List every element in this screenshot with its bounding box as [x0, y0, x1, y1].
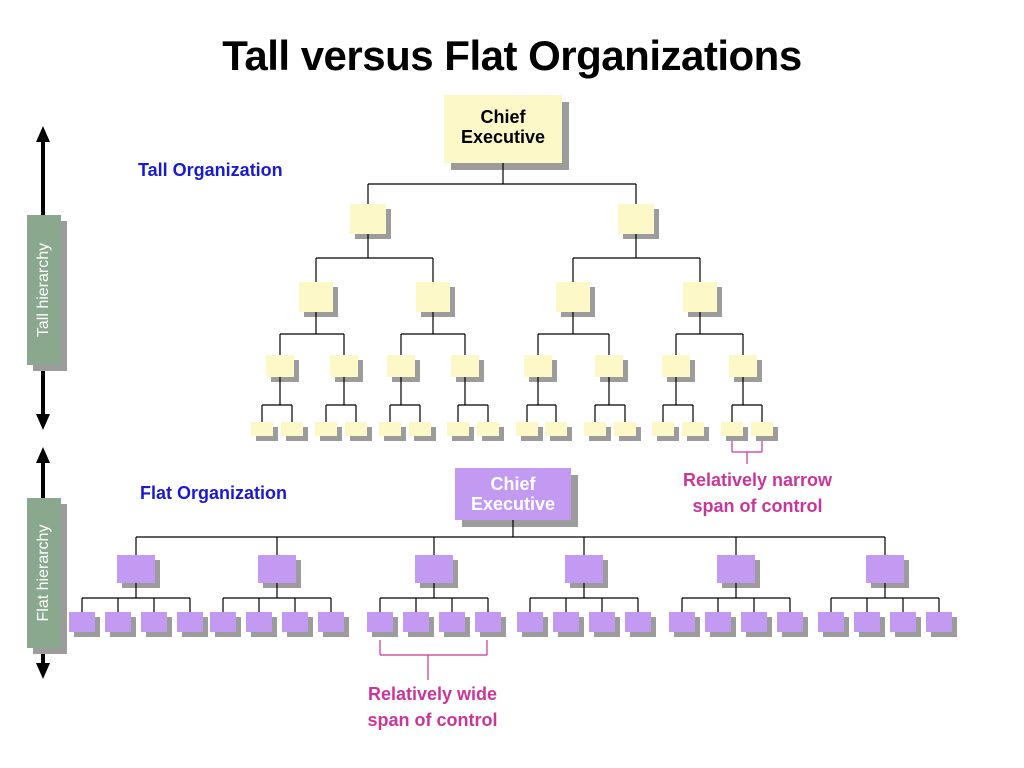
tall-level5-box: [516, 422, 538, 436]
tall-chief-box: [444, 95, 562, 163]
flat-chief-label: Chief: [491, 474, 537, 494]
tall-level4-box: [662, 355, 690, 377]
flat-employee-box: [625, 612, 651, 632]
flat-employee-box: [246, 612, 272, 632]
flat-employee-box: [777, 612, 803, 632]
flat-employee-box: [926, 612, 952, 632]
tall-level5-box: [409, 422, 431, 436]
flat-chief-box: [455, 468, 571, 520]
flat-hierarchy-arrow-down-head: [36, 663, 50, 679]
flat-employee-box: [705, 612, 731, 632]
flat-chief-label-2: Executive: [471, 494, 555, 514]
tall-chief-label-2: Executive: [461, 127, 545, 147]
flat-employee-box: [439, 612, 465, 632]
tall-organization-label: Tall Organization: [138, 160, 283, 180]
tall-hierarchy-tag: Tall hierarchy: [27, 215, 61, 365]
tall-chief-label: Chief: [481, 107, 527, 127]
flat-manager-box: [117, 555, 155, 583]
tall-level5-box: [584, 422, 606, 436]
flat-manager-box: [415, 555, 453, 583]
flat-employee-box: [105, 612, 131, 632]
flat-employee-box: [475, 612, 501, 632]
flat-manager-box: [565, 555, 603, 583]
wide-span-annotation: Relatively wide span of control: [330, 681, 535, 733]
flat-employee-box: [553, 612, 579, 632]
flat-employee-box: [210, 612, 236, 632]
tall-level5-box: [345, 422, 367, 436]
flat-hierarchy-arrow-up-head: [36, 447, 50, 463]
flat-organization-label: Flat Organization: [140, 483, 288, 503]
tall-level5-box: [477, 422, 499, 436]
flat-employee-box: [741, 612, 767, 632]
tall-hierarchy-arrow-up-head: [36, 126, 50, 142]
tall-hierarchy-label: Tall hierarchy: [35, 242, 52, 338]
tall-level4-box: [595, 355, 623, 377]
narrow-span-annotation: Relatively narrow span of control: [650, 467, 865, 519]
tall-level5-box: [545, 422, 567, 436]
flat-employee-box: [854, 612, 880, 632]
flat-employee-box: [669, 612, 695, 632]
tall-level3-box: [556, 282, 590, 312]
wide-span-line-2: span of control: [367, 710, 498, 730]
flat-hierarchy-label: Flat hierarchy: [35, 524, 52, 622]
tall-level4-box: [451, 355, 479, 377]
flat-employee-box: [69, 612, 95, 632]
flat-employee-box: [517, 612, 543, 632]
flat-employee-box: [318, 612, 344, 632]
tall-level5-box: [281, 422, 303, 436]
tall-level5-box: [652, 422, 674, 436]
flat-employee-box: [818, 612, 844, 632]
tall-level5-box: [751, 422, 773, 436]
flat-employee-box: [141, 612, 167, 632]
tall-level3-box: [416, 282, 450, 312]
flat-employee-box: [589, 612, 615, 632]
tall-level4-box: [330, 355, 358, 377]
tall-hierarchy-arrow-down-head: [36, 414, 50, 430]
tall-level5-box: [614, 422, 636, 436]
page-title: Tall versus Flat Organizations: [222, 32, 802, 79]
narrow-span-line-1: Relatively narrow: [682, 470, 833, 490]
flat-employee-box: [403, 612, 429, 632]
flat-employee-box: [367, 612, 393, 632]
tall-level5-box: [315, 422, 337, 436]
narrow-span-line-2: span of control: [692, 496, 823, 516]
flat-employee-box: [282, 612, 308, 632]
flat-employee-box: [177, 612, 203, 632]
tall-level5-box: [447, 422, 469, 436]
flat-employee-box: [890, 612, 916, 632]
tall-level4-box: [729, 355, 757, 377]
flat-manager-box: [258, 555, 296, 583]
tall-level3-box: [299, 282, 333, 312]
flat-manager-box: [717, 555, 755, 583]
tall-level2-box: [618, 204, 654, 234]
tall-level4-box: [524, 355, 552, 377]
tall-level4-box: [266, 355, 294, 377]
tall-level5-box: [682, 422, 704, 436]
tall-level4-box: [387, 355, 415, 377]
tall-level2-box: [350, 204, 386, 234]
wide-span-line-1: Relatively wide: [367, 684, 498, 704]
tall-level5-box: [721, 422, 743, 436]
tall-level5-box: [251, 422, 273, 436]
tall-level3-box: [683, 282, 717, 312]
tall-level5-box: [379, 422, 401, 436]
flat-hierarchy-tag: Flat hierarchy: [27, 498, 61, 648]
flat-manager-box: [866, 555, 904, 583]
